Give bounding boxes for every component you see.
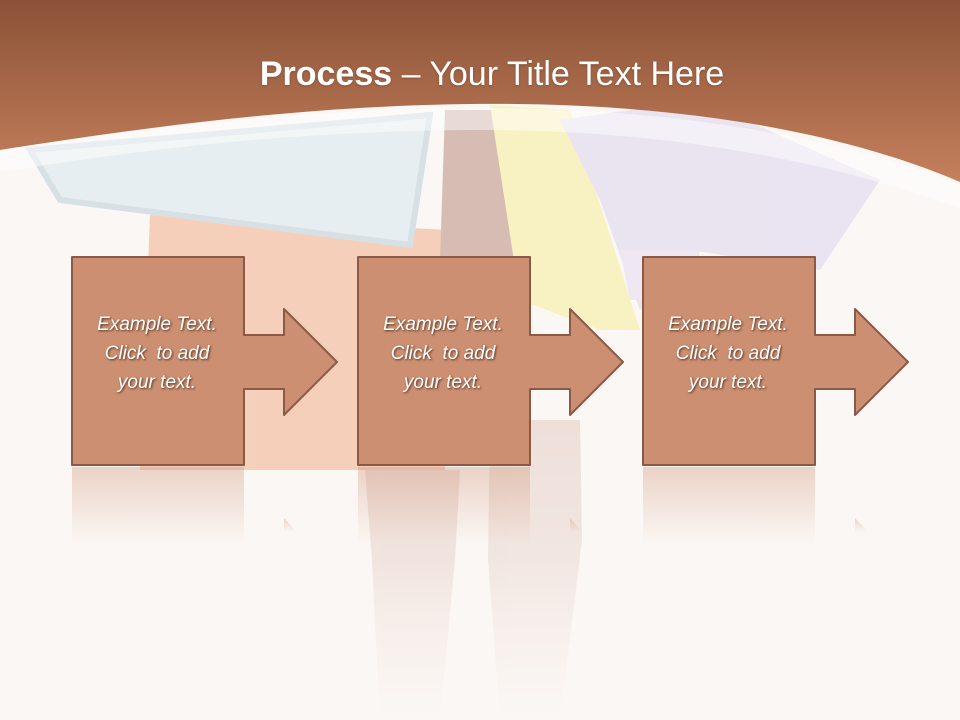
step-line: Click to add: [390, 343, 496, 364]
header-swoosh: [0, 108, 960, 208]
step-text[interactable]: Example Text. Click to add your text.: [357, 310, 529, 397]
step-text[interactable]: Example Text. Click to add your text.: [642, 310, 814, 397]
arrow-box-shape: [71, 256, 338, 466]
step-line: your text.: [403, 372, 483, 393]
step-line: Example Text.: [668, 314, 788, 335]
step-line: Click to add: [104, 343, 210, 364]
process-step-2[interactable]: Example Text. Click to add your text.: [357, 256, 637, 466]
title-rest: – Your Title Text Here: [392, 55, 725, 93]
process-step-3[interactable]: Example Text. Click to add your text.: [642, 256, 922, 466]
step-text[interactable]: Example Text. Click to add your text.: [71, 310, 243, 397]
step-line: Example Text.: [97, 314, 217, 335]
title-bold: Process: [259, 55, 393, 93]
header-band: [0, 0, 960, 182]
step-line: Click to add: [675, 343, 781, 364]
step-line: Example Text.: [383, 314, 503, 335]
step-line: your text.: [117, 372, 197, 393]
step-line: your text.: [688, 372, 768, 393]
arrow-box-shape: [642, 256, 909, 466]
page-title[interactable]: Process – Your Title Text Here: [0, 52, 960, 96]
process-step-1[interactable]: Example Text. Click to add your text.: [71, 256, 351, 466]
arrow-box-shape: [357, 256, 624, 466]
